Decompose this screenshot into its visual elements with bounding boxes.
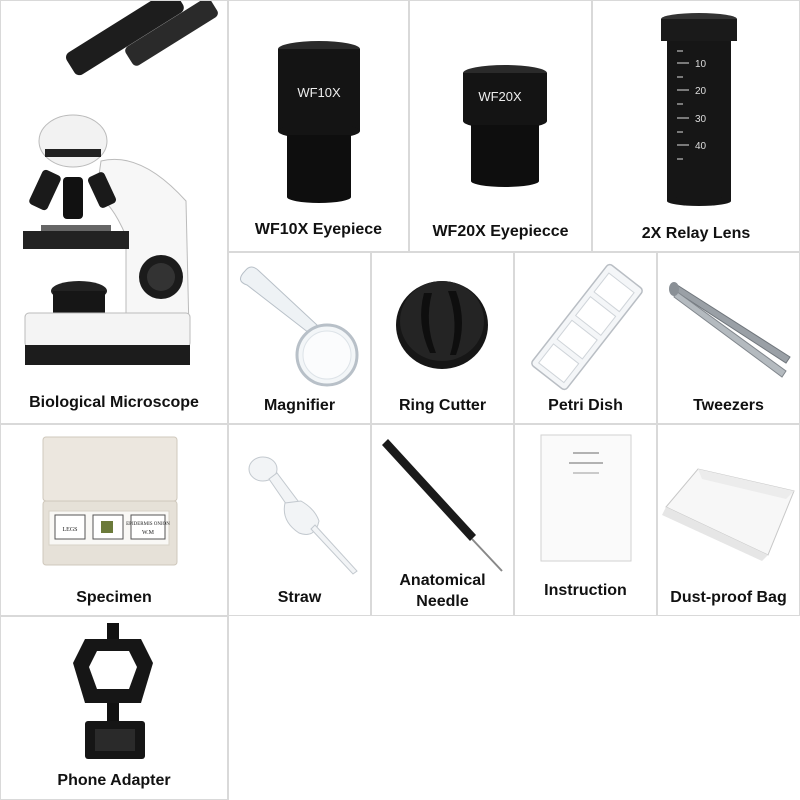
item-label-line1: Anatomical	[399, 572, 486, 589]
petri-dish-image	[531, 263, 643, 391]
item-label: 2X Relay Lens	[641, 225, 751, 242]
item-label: Specimen	[76, 589, 152, 606]
relay-scale-10: 10	[695, 59, 707, 70]
relay-scale-40: 40	[695, 141, 707, 152]
slide-label-legs: LEGS	[63, 527, 78, 533]
microscope-image	[23, 1, 218, 365]
item-label: Instruction	[544, 582, 627, 599]
eyepiece-engraving: WF20X	[478, 89, 522, 104]
wf10x-eyepiece-image: WF10X	[278, 41, 360, 203]
item-label: Phone Adapter	[57, 772, 171, 789]
dust-bag-image	[662, 468, 795, 561]
eyepiece-engraving: WF10X	[297, 85, 341, 100]
item-wf10x-eyepiece: WF10X WF10X Eyepiece	[228, 0, 409, 252]
item-label: WF20X Eyepiecce	[432, 223, 569, 240]
item-ring-cutter: Ring Cutter	[371, 252, 514, 424]
needle-image	[382, 439, 503, 572]
item-tweezers: Tweezers	[657, 252, 800, 424]
item-label: Straw	[277, 589, 322, 606]
item-biological-microscope: Biological Microscope	[0, 0, 228, 424]
magnifier-image	[240, 266, 359, 387]
item-magnifier: Magnifier	[228, 252, 371, 424]
item-dust-proof-bag: Dust-proof Bag	[657, 424, 800, 616]
item-2x-relay-lens: 10 20 30 40 2X Relay Lens	[592, 0, 800, 252]
item-specimen: LEGS EPIDERMIS ONION W.M Specimen	[0, 424, 228, 616]
empty-area	[228, 616, 800, 800]
slide-label-onion: EPIDERMIS ONION	[126, 522, 170, 527]
item-phone-adapter: Phone Adapter	[0, 616, 228, 800]
item-instruction: Instruction	[514, 424, 657, 616]
item-straw: Straw	[228, 424, 371, 616]
relay-lens-image: 10 20 30 40	[661, 13, 737, 206]
item-label: WF10X Eyepiece	[254, 221, 383, 238]
relay-scale-30: 30	[695, 114, 707, 125]
tweezers-image	[669, 282, 791, 378]
slide-label-wm: W.M	[142, 530, 155, 536]
item-label: Magnifier	[263, 397, 336, 414]
relay-scale-20: 20	[695, 86, 707, 97]
item-label-line2: Needle	[416, 593, 469, 610]
specimen-box-image: LEGS EPIDERMIS ONION W.M	[42, 436, 178, 566]
item-petri-dish: Petri Dish	[514, 252, 657, 424]
item-wf20x-eyepiece: WF20X WF20X Eyepiecce	[409, 0, 592, 252]
wf20x-eyepiece-image: WF20X	[463, 65, 547, 187]
phone-adapter-image	[73, 623, 153, 759]
item-label: Dust-proof Bag	[670, 589, 787, 606]
item-label: Tweezers	[693, 397, 764, 414]
straw-image	[248, 456, 358, 575]
item-anatomical-needle: Anatomical Needle	[371, 424, 514, 616]
item-label: Ring Cutter	[398, 397, 487, 414]
item-label: Petri Dish	[548, 397, 623, 414]
ring-cutter-image	[396, 281, 488, 369]
instruction-sheet-image	[540, 434, 632, 562]
item-label: Biological Microscope	[29, 394, 199, 411]
